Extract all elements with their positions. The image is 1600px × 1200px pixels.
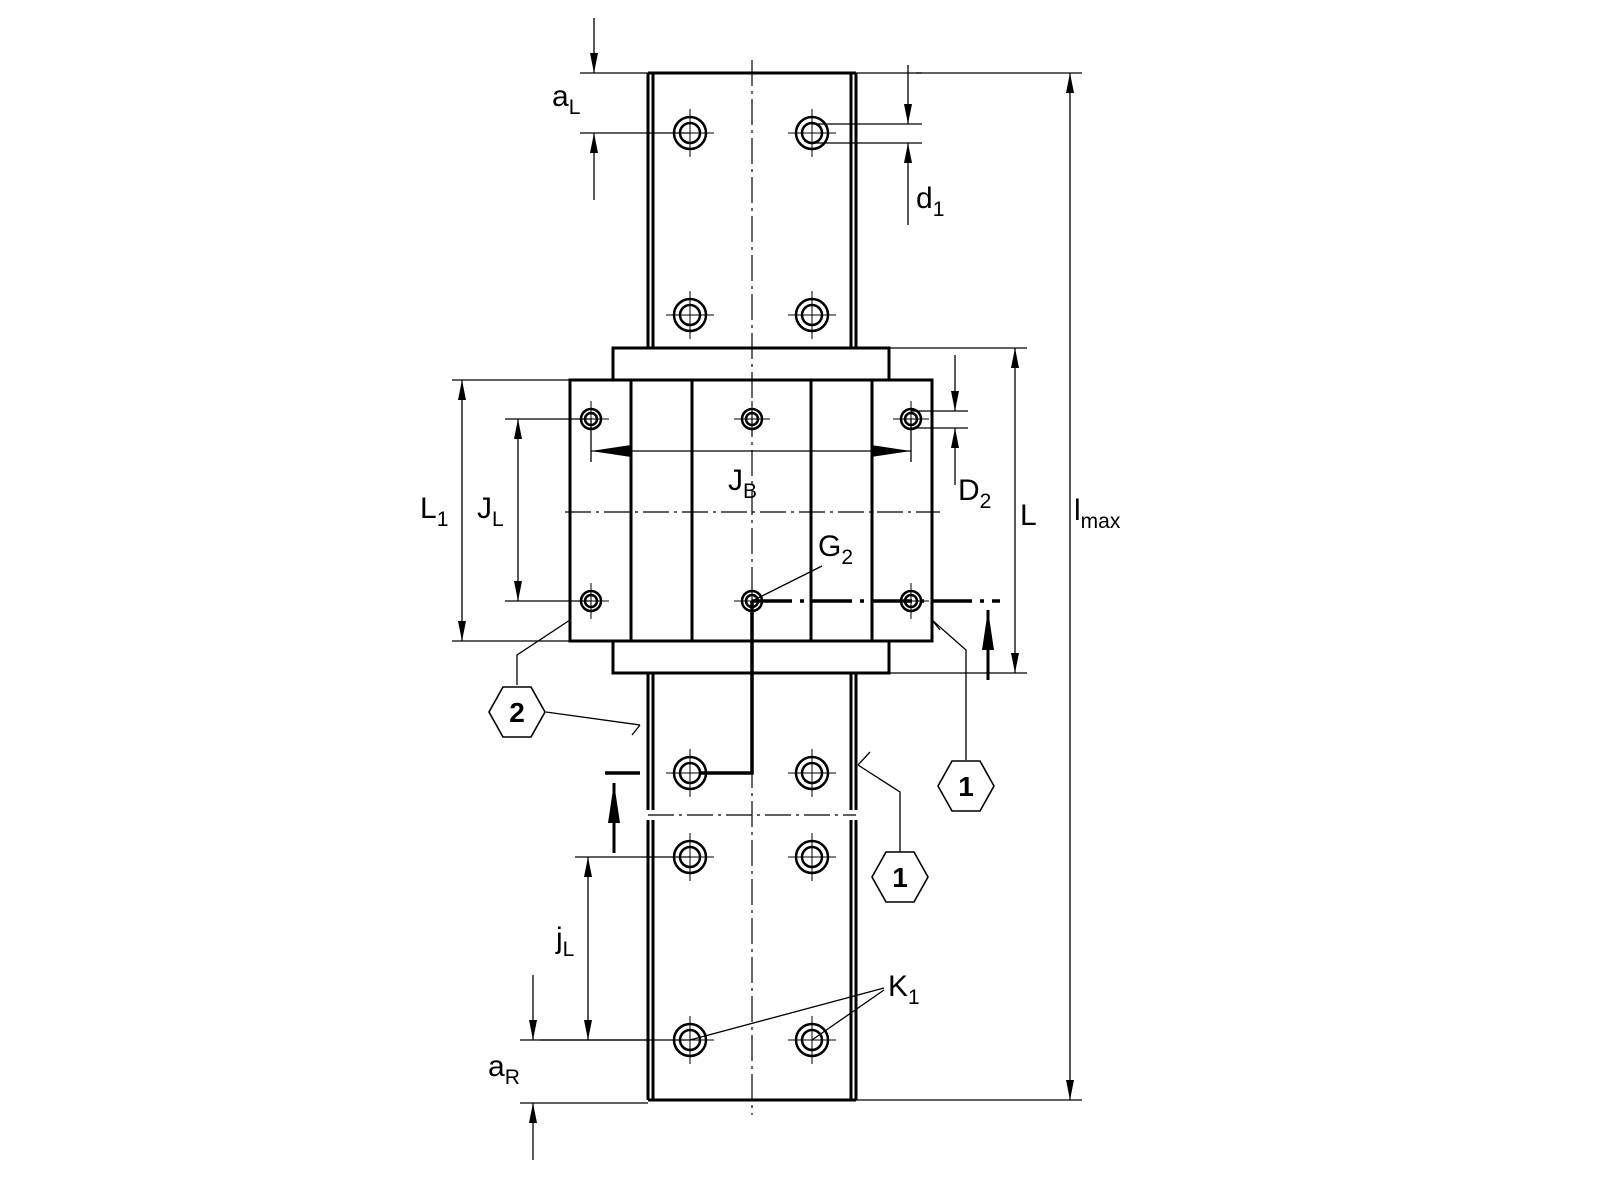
carriage-holes xyxy=(573,401,929,619)
label-G2: G2 xyxy=(751,530,853,602)
rail-mounting-hole xyxy=(788,109,836,157)
rail-mounting-hole xyxy=(788,833,836,881)
callout-2: 2 xyxy=(488,619,641,738)
svg-text:G2: G2 xyxy=(818,530,853,569)
dimension-lmax: lmax xyxy=(856,72,1121,1101)
svg-text:jL: jL xyxy=(555,922,574,961)
svg-text:1: 1 xyxy=(958,771,974,802)
section-line xyxy=(605,599,1000,853)
dimension-L1: L1 xyxy=(420,379,570,642)
dimension-D2: D2 xyxy=(911,355,991,513)
dimension-jL: jL xyxy=(540,856,690,1041)
dimension-aR: aR xyxy=(488,975,648,1160)
dimension-aL: aL xyxy=(552,18,690,200)
callout-1-rail: 1 xyxy=(857,751,929,903)
svg-text:L1: L1 xyxy=(420,492,448,531)
rail-mounting-hole xyxy=(788,749,836,797)
label-K1: K1 xyxy=(689,970,920,1041)
guide-rail xyxy=(646,71,858,1102)
rail-holes xyxy=(666,109,836,1064)
rail-mounting-hole xyxy=(666,291,714,339)
carriage-mounting-hole xyxy=(734,401,770,437)
svg-text:lmax: lmax xyxy=(1074,494,1121,533)
callout-1-carriage: 1 xyxy=(931,619,995,812)
svg-text:L: L xyxy=(1020,499,1037,532)
svg-text:D2: D2 xyxy=(958,474,991,513)
svg-text:K1: K1 xyxy=(888,970,920,1009)
dimension-L: L xyxy=(889,347,1037,674)
svg-text:JB: JB xyxy=(728,464,757,503)
svg-text:aR: aR xyxy=(488,1050,520,1089)
svg-text:JL: JL xyxy=(477,492,504,531)
dimension-JB: JB xyxy=(590,419,912,503)
svg-text:2: 2 xyxy=(509,697,525,728)
dimension-d1: d1 xyxy=(812,65,944,225)
rail-mounting-hole xyxy=(788,291,836,339)
svg-text:d1: d1 xyxy=(916,182,944,221)
svg-text:1: 1 xyxy=(892,862,908,893)
rail-mounting-hole xyxy=(788,1016,836,1064)
dimension-JL: JL xyxy=(477,418,591,602)
svg-text:aL: aL xyxy=(552,80,580,119)
